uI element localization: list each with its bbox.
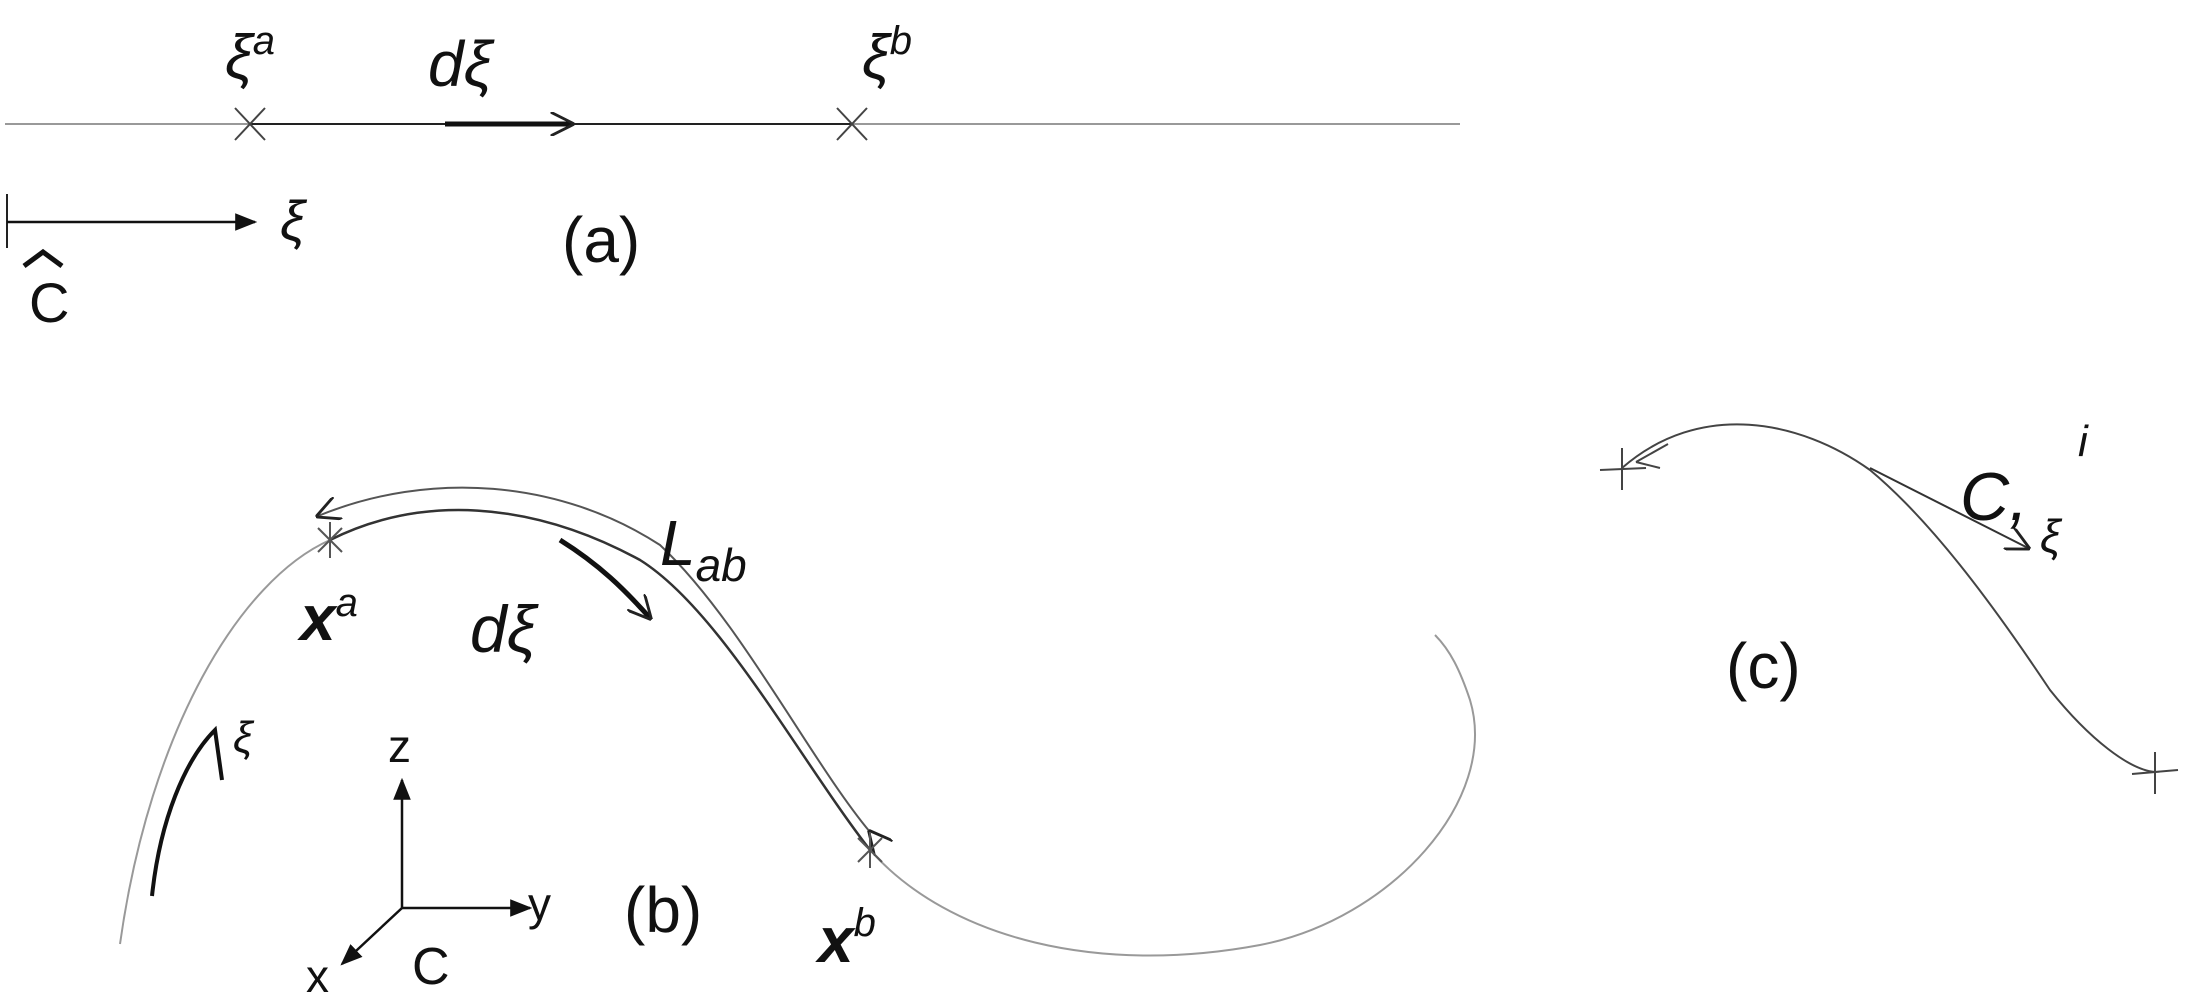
c-start-mark: [1599, 448, 1647, 490]
xi-a-label: ξa: [225, 19, 275, 92]
tangent-label: C,: [1960, 459, 2028, 535]
panel-a-label: (a): [562, 204, 640, 276]
xi-curve-indicator: [150, 725, 224, 897]
x-b-mark: [857, 832, 883, 868]
coordinate-frame: z y x C: [306, 720, 551, 998]
l-ab-label: Lab: [660, 507, 747, 591]
xi-b-mark: [836, 107, 868, 141]
xi-a-mark: [234, 107, 266, 141]
tangent-sub-label: ξ: [2040, 510, 2063, 562]
space-curve: [119, 509, 1476, 957]
panel-a: ξa dξ ξb (a) ξ C: [5, 19, 1460, 334]
c-hat-label: C: [29, 271, 69, 334]
panel-b-label: (b): [624, 874, 702, 946]
xi-axis: ξ C: [6, 189, 308, 334]
length-arrow-lab: [318, 486, 870, 832]
curve-segment-ab: [329, 508, 871, 851]
x-a-mark: [317, 522, 343, 558]
xi-curve-label: ξ: [233, 713, 255, 762]
panel-c-label: (c): [1726, 630, 1801, 702]
start-arrow: [1635, 443, 1669, 469]
x-axis-label: x: [306, 950, 329, 998]
tangent-sup-label: i: [2078, 417, 2089, 466]
y-axis-label: y: [528, 878, 551, 930]
x-b-label: xb: [815, 901, 876, 976]
z-axis-label: z: [388, 720, 411, 772]
local-curve: [1621, 423, 2156, 773]
d-xi-label-top: dξ: [428, 28, 495, 100]
xi-axis-label: ξ: [280, 189, 308, 252]
xi-b-label: ξb: [862, 19, 912, 92]
frame-c-label: C: [412, 938, 450, 996]
d-xi-label-curve: dξ: [470, 592, 539, 666]
tangent-vector: [1869, 467, 2028, 548]
d-xi-tangent-arrow: [558, 537, 650, 618]
hat-icon: [22, 248, 64, 269]
panel-b: ξ Lab xa dξ xb z y x C (b): [119, 486, 1476, 998]
panel-c: C, ξ i (c): [1599, 417, 2179, 794]
x-a-label: xa: [297, 581, 358, 654]
c-end-mark: [2131, 752, 2179, 794]
